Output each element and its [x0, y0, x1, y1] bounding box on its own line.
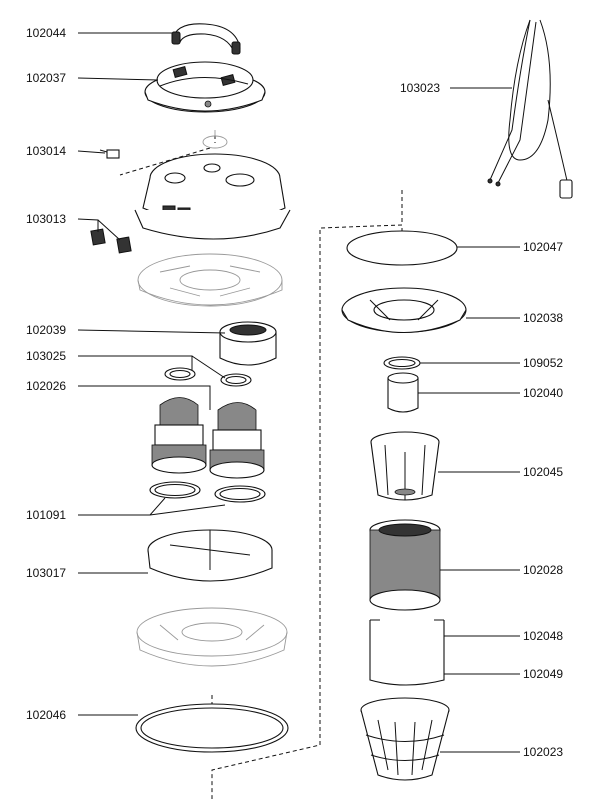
- ring-109052-part: [383, 356, 421, 370]
- switch-103014-part: [99, 149, 120, 159]
- power-cable-part: [487, 19, 573, 199]
- disc-102047-part: [346, 230, 458, 266]
- label-101091: 101091: [26, 508, 66, 522]
- label-103013: 103013: [26, 212, 66, 226]
- lower-housing-ghost: [136, 607, 288, 667]
- filter-basket-102023-part: [360, 697, 450, 781]
- label-102046: 102046: [26, 708, 66, 722]
- label-103025: 103025: [26, 349, 66, 363]
- cylinder-102040-part: [387, 372, 419, 413]
- leader-lines-right: [418, 87, 520, 753]
- label-102037: 102037: [26, 71, 66, 85]
- label-102049: 102049: [523, 667, 563, 681]
- label-102023: 102023: [523, 745, 563, 759]
- label-102045: 102045: [523, 465, 563, 479]
- filter-bag-102048-part: [369, 619, 445, 686]
- label-103017: 103017: [26, 566, 66, 580]
- rings-103025-part: [164, 367, 252, 387]
- label-102026: 102026: [26, 379, 66, 393]
- label-109052: 109052: [523, 356, 563, 370]
- motor-head-housing: [134, 130, 291, 240]
- motor-plate-ghost: [137, 253, 283, 307]
- label-103014: 103014: [26, 144, 66, 158]
- switches-103013-part: [90, 228, 132, 254]
- filter-head-102038-part: [341, 287, 467, 333]
- cartridge-filter-102028-part: [369, 519, 441, 611]
- gasket-102046-part: [135, 703, 289, 753]
- cylinder-102039-part: [219, 321, 277, 366]
- label-102028: 102028: [523, 563, 563, 577]
- rings-101091-part: [149, 481, 266, 503]
- motor-right-part: [209, 402, 265, 479]
- assembly-axis-right: [211, 190, 403, 799]
- label-102039: 102039: [26, 323, 66, 337]
- label-102048: 102048: [523, 629, 563, 643]
- top-cover-part: [144, 61, 266, 113]
- handle-part: [171, 23, 241, 55]
- label-102047: 102047: [523, 240, 563, 254]
- motor-left-part: [151, 397, 207, 474]
- leader-lines-left: [77, 32, 226, 716]
- label-103023: 103023: [400, 81, 440, 95]
- label-102038: 102038: [523, 311, 563, 325]
- label-102044: 102044: [26, 26, 66, 40]
- label-102040: 102040: [523, 386, 563, 400]
- baffle-103017-part: [147, 529, 273, 582]
- filter-cage-102045-part: [370, 431, 440, 501]
